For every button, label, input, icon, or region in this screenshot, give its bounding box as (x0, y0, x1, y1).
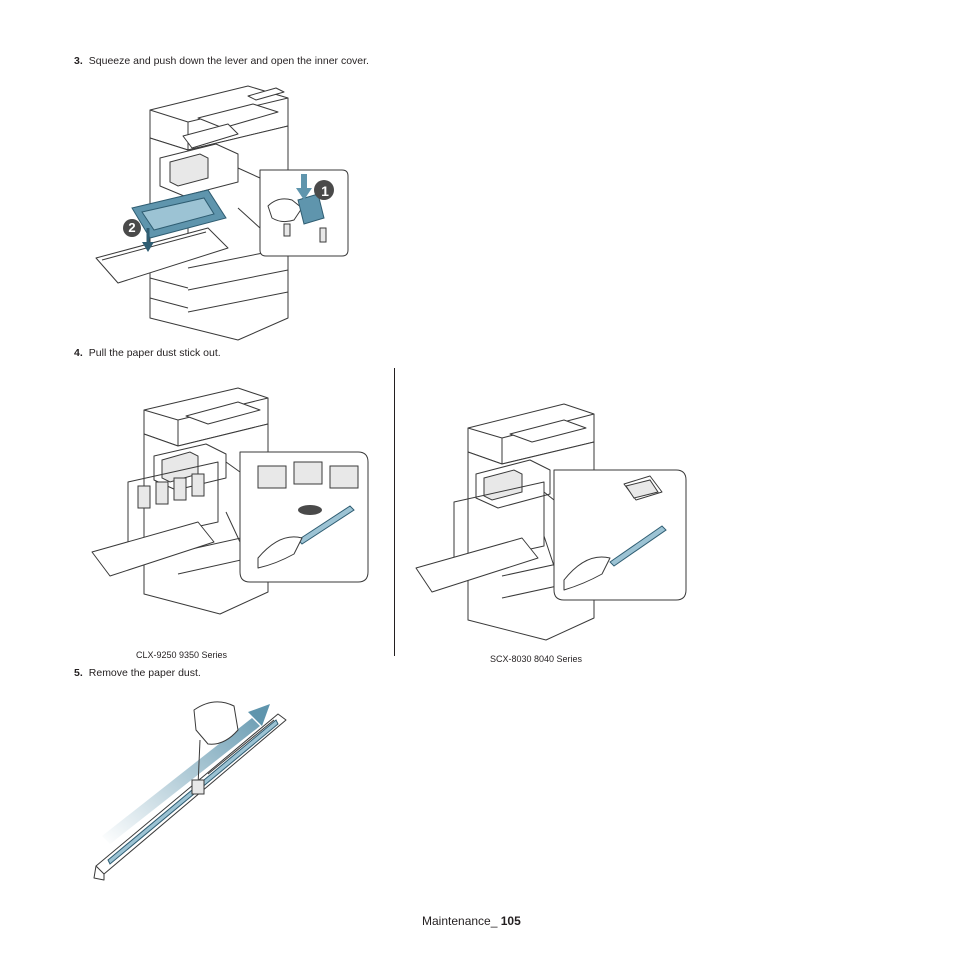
printer-open-inner-cover-illustration (95, 85, 349, 341)
step-text: Remove the paper dust. (88, 667, 201, 679)
caption-clx-series: CLX-9250 9350 Series (136, 650, 228, 660)
step-number: 3. (74, 55, 83, 67)
step-number: 4. (74, 347, 83, 359)
scx-printer-dust-stick-illustration (415, 403, 687, 641)
page-footer: Maintenance_ 105 (422, 914, 521, 928)
caption-scx-series: SCX-8030 8040 Series (490, 654, 583, 664)
clx-printer-dust-stick-illustration (91, 387, 369, 615)
vertical-divider (394, 368, 395, 656)
step-4: 4. Pull the paper dust stick out. (74, 346, 221, 360)
callout-2: 2 (128, 220, 136, 235)
step-text: Squeeze and push down the lever and open… (88, 55, 369, 67)
page-number: 105 (500, 914, 521, 928)
remove-paper-dust-illustration (93, 701, 287, 881)
step-3: 3. Squeeze and push down the lever and op… (74, 54, 369, 68)
step-number: 5. (74, 667, 83, 679)
footer-section: Maintenance_ (422, 914, 498, 928)
step-text: Pull the paper dust stick out. (88, 347, 221, 359)
callout-1: 1 (321, 183, 329, 199)
step-5: 5. Remove the paper dust. (74, 666, 201, 680)
